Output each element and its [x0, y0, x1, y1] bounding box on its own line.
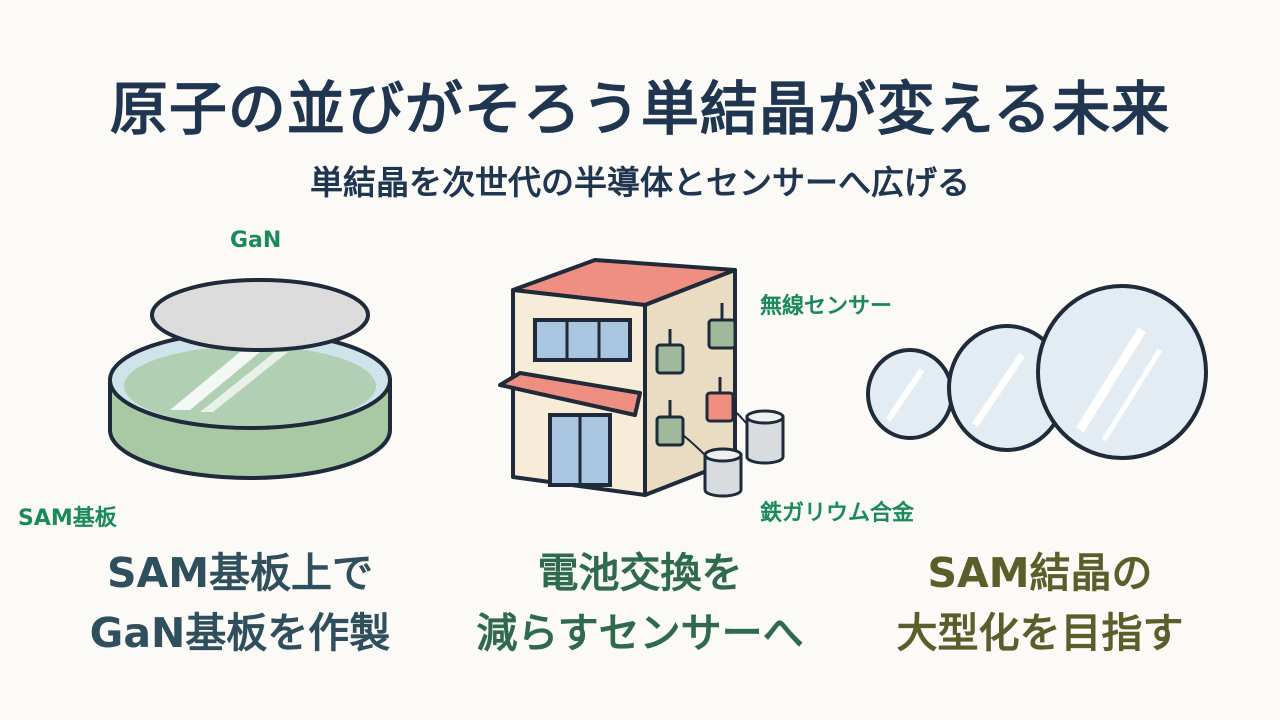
iron-gallium-alloy-label: 鉄ガリウム合金: [760, 501, 915, 526]
gan-wafer: [150, 278, 370, 352]
caption-middle: 電池交換を 減らすセンサーへ: [440, 543, 840, 663]
page-title: 原子の並びがそろう単結晶が変える未来: [109, 75, 1171, 143]
wireless-sensor-icon: [707, 303, 737, 350]
caption-middle-line2: 減らすセンサーへ: [476, 609, 804, 657]
sam-substrate-label: SAM基板: [18, 506, 117, 531]
gan-label: GaN: [230, 228, 282, 253]
large-crystal-wafer: [1036, 284, 1208, 460]
gan-on-sam-illustration: [108, 278, 392, 480]
caption-left-line2: GaN基板を作製: [89, 609, 391, 657]
small-crystal-wafer: [866, 348, 954, 440]
wireless-sensor-icon: [655, 329, 685, 375]
wireless-sensor-icon: [655, 400, 685, 447]
caption-middle-line1: 電池交換を: [537, 549, 743, 597]
sam-substrate-dish: [108, 330, 392, 480]
caption-left-line1: SAM基板上で: [106, 549, 374, 597]
building: [498, 258, 737, 497]
iron-gallium-alloy-cylinder: [745, 409, 785, 465]
wireless-sensor-label: 無線センサー: [760, 294, 893, 319]
page-subtitle: 単結晶を次世代の半導体とセンサーへ広げる: [310, 163, 970, 202]
caption-right-line2: 大型化を目指す: [896, 609, 1184, 657]
iron-gallium-alloy-cylinder: [703, 447, 743, 498]
building-sensor-illustration: [498, 258, 785, 498]
caption-left: SAM基板上で GaN基板を作製: [40, 543, 440, 663]
sam-crystal-sizes-illustration: [866, 284, 1208, 460]
caption-right: SAM結晶の 大型化を目指す: [840, 543, 1240, 663]
caption-right-line1: SAM結晶の: [927, 549, 1153, 597]
wireless-sensor-icon: [705, 377, 735, 423]
